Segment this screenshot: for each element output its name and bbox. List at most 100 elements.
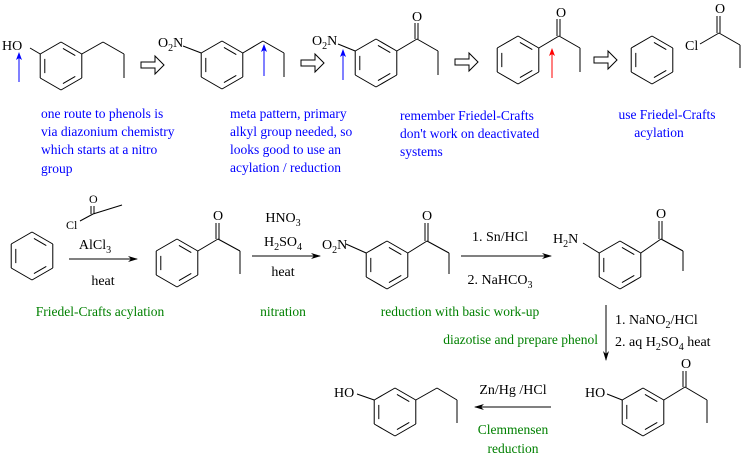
propanoyl-chain (217, 238, 241, 252)
svg-text:systems: systems (400, 144, 443, 159)
bonds (29, 16, 741, 423)
ring-double-bond (653, 70, 667, 79)
formula-text: SO (279, 235, 297, 250)
ring-bond (517, 35, 540, 49)
ring-bond (386, 240, 409, 254)
ring-bond (176, 274, 199, 288)
svg-text:group: group (41, 161, 73, 176)
svg-text:acylation / reduction: acylation / reduction (230, 160, 341, 175)
step-label-friedel-crafts: Friedel-Crafts acylation (36, 304, 165, 319)
ring-bond (365, 240, 388, 254)
ring-double-bond (178, 273, 192, 282)
benzene-ring (621, 387, 665, 437)
propyl-chain (436, 387, 458, 401)
atom-label-oxygen: O (556, 6, 566, 21)
ring-bond (496, 71, 519, 85)
formula-subscript: 2 (168, 43, 173, 54)
formula-text: H (553, 232, 563, 247)
ring-bond (517, 71, 540, 85)
ring-double-bond (388, 246, 402, 255)
ring-double-bond (178, 244, 192, 253)
atom-label-oxygen: O (656, 207, 666, 222)
note-4: use Friedel-Crafts acylation (618, 107, 715, 140)
svg-text:looks good to use an: looks good to use an (230, 142, 341, 157)
formula-text: AlCl (79, 238, 106, 253)
formula-subscript: 3 (106, 245, 111, 256)
ring-double-bond (621, 275, 635, 284)
bond (182, 45, 202, 54)
formula-text: N (337, 238, 347, 253)
atom-label-oxygen: O (89, 192, 98, 206)
formula-subscript: 3 (527, 280, 532, 291)
bond (29, 47, 41, 55)
reagent-alcl3: AlCl3 (79, 238, 111, 256)
retro-arrow-icon (593, 49, 618, 71)
retro-arrow-icon (454, 51, 479, 73)
ring-bond (630, 35, 653, 49)
formula-subscript: 2 (666, 320, 671, 331)
ring-bond (598, 240, 621, 254)
ring-bond (630, 71, 653, 85)
propanoyl-chain (684, 386, 708, 401)
ring-bond (642, 423, 665, 437)
ring-bond (373, 423, 396, 437)
acyl-chloride-chain (92, 204, 123, 215)
svg-text:remember Friedel-Crafts: remember Friedel-Crafts (400, 108, 534, 123)
ring-double-bond (388, 275, 402, 284)
benzene-ring (496, 35, 540, 85)
svg-text:which starts at a nitro: which starts at a nitro (41, 142, 157, 157)
formula-subscript: 4 (297, 242, 302, 253)
ring-double-bond (62, 76, 76, 85)
propanoyl-chain (538, 35, 560, 49)
formula-text: 2. NaHCO (468, 273, 528, 288)
note-2: meta pattern, primary alkyl group needed… (230, 106, 352, 175)
atom-label-hydroxyl: HO (334, 386, 354, 401)
ring-bond (651, 35, 674, 49)
propanoyl-chain (663, 386, 686, 401)
ring-bond (619, 240, 642, 254)
retro-arrow-icon (300, 52, 325, 74)
formula-text: N (568, 232, 578, 247)
ring-bond (373, 387, 396, 401)
ring-bond (394, 387, 417, 401)
ring-bond (354, 38, 377, 52)
reagent-h2so4: H2SO4 (264, 235, 302, 253)
ring-bond (394, 423, 417, 437)
ring-double-bond (33, 237, 47, 246)
ring-double-bond (519, 41, 533, 50)
propanoyl-chain (416, 38, 439, 52)
ring-double-bond (223, 46, 237, 55)
atom-label-chlorine: Cl (66, 218, 78, 232)
ring-bond (200, 40, 223, 54)
nitro-label: O2N (312, 34, 337, 52)
formula-text: O (312, 34, 322, 49)
ring-double-bond (519, 70, 533, 79)
formula-text: O (322, 238, 332, 253)
svg-text:one route to phenols is: one route to phenols is (41, 106, 163, 121)
ring-double-bond (653, 41, 667, 50)
bond (345, 243, 367, 254)
ring-bond (375, 38, 398, 52)
ring-double-bond (377, 73, 391, 82)
benzene-ring (10, 231, 54, 281)
ring-double-bond (62, 47, 76, 56)
atom-label-oxygen: O (681, 357, 691, 372)
formula-text: HNO (265, 211, 295, 226)
formula-text: SO (661, 335, 679, 350)
formula-text: 2. aq H (615, 335, 656, 350)
acyl-chloride-chain (718, 32, 741, 46)
formula-subscript: 4 (679, 342, 684, 353)
benzene-ring (373, 387, 417, 437)
formula-text: N (173, 36, 183, 51)
ring-bond (221, 40, 244, 54)
ring-bond (221, 76, 244, 90)
bond (337, 43, 356, 52)
acyl-chloride-chain (79, 213, 94, 222)
atom-label-hydroxyl: HO (2, 39, 22, 54)
ring-double-bond (377, 44, 391, 53)
ring-bond (176, 238, 199, 252)
ring-bond (39, 77, 62, 91)
propanoyl-chain (197, 238, 219, 252)
benzene-ring (354, 38, 398, 88)
